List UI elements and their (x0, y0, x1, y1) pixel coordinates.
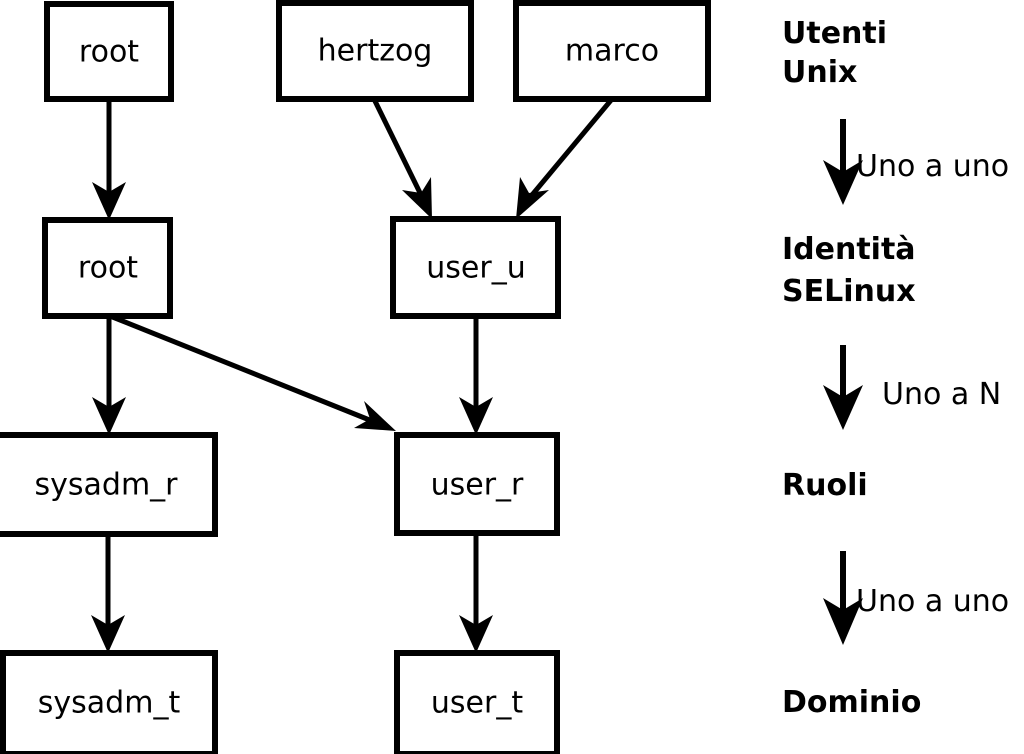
legend-arrow-2-icon (823, 345, 863, 430)
edge-userr-to-usert (459, 533, 493, 653)
node-sysadm-r[interactable]: sysadm_r (0, 432, 218, 537)
legend-stage-unix-line2: Unix (782, 55, 857, 90)
node-marco[interactable]: marco (513, 0, 711, 102)
legend-stage-domain-line1: Dominio (782, 685, 921, 720)
edges-layer (91, 97, 614, 653)
legend-arrow-1-icon (823, 119, 863, 205)
legend-stage-domain: Dominio (782, 685, 921, 720)
edge-sysadmr-to-sysadmt (91, 534, 125, 653)
legend-stage-identity: Identità SELinux (782, 232, 916, 309)
node-label-user-u: user_u (426, 251, 525, 286)
edge-useru-to-userr (459, 316, 493, 435)
legend-relation-2-label: Uno a N (882, 377, 1001, 412)
node-label-sysadm-r: sysadm_r (35, 468, 179, 503)
node-user-r[interactable]: user_r (394, 432, 560, 536)
edge-hertzog-to-useru (371, 97, 432, 219)
legend-relation-2: Uno a N (823, 345, 1001, 430)
node-label-marco: marco (565, 34, 659, 69)
node-label-selinux-root: root (78, 251, 138, 286)
node-user-u[interactable]: user_u (390, 216, 561, 319)
legend-stage-unix: Utenti Unix (782, 16, 887, 90)
node-label-hertzog: hertzog (318, 34, 433, 69)
node-selinux-root[interactable]: root (42, 217, 173, 319)
node-label-user-r: user_r (431, 468, 524, 503)
legend-stage-roles-line1: Ruoli (782, 468, 868, 503)
node-hertzog[interactable]: hertzog (276, 0, 474, 102)
legend-stage-roles: Ruoli (782, 468, 868, 503)
node-label-unix-root: root (79, 35, 139, 70)
edge-unixroot-to-selroot (92, 99, 126, 220)
legend-column: Utenti Unix Uno a uno Identità SELinux (782, 16, 1009, 720)
legend-relation-1-label: Uno a uno (856, 149, 1009, 184)
edge-marco-to-useru (516, 97, 614, 219)
node-unix-root[interactable]: root (44, 1, 174, 102)
node-label-user-t: user_t (431, 686, 523, 721)
node-label-sysadm-t: sysadm_t (38, 686, 181, 721)
legend-relation-3-label: Uno a uno (856, 584, 1009, 619)
legend-relation-3: Uno a uno (823, 551, 1009, 645)
legend-stage-identity-line1: Identità (782, 232, 916, 267)
legend-stage-identity-line2: SELinux (782, 274, 916, 309)
legend-relation-1: Uno a uno (823, 119, 1009, 205)
legend-stage-unix-line1: Utenti (782, 16, 887, 51)
nodes-layer: root hertzog marco root user_u sysadm_r (0, 0, 711, 754)
legend-arrow-3-icon (823, 551, 863, 645)
node-user-t[interactable]: user_t (394, 650, 560, 754)
node-sysadm-t[interactable]: sysadm_t (0, 650, 218, 754)
edge-selroot-to-userr (109, 313, 396, 431)
edge-selroot-to-sysadmr (92, 316, 126, 435)
